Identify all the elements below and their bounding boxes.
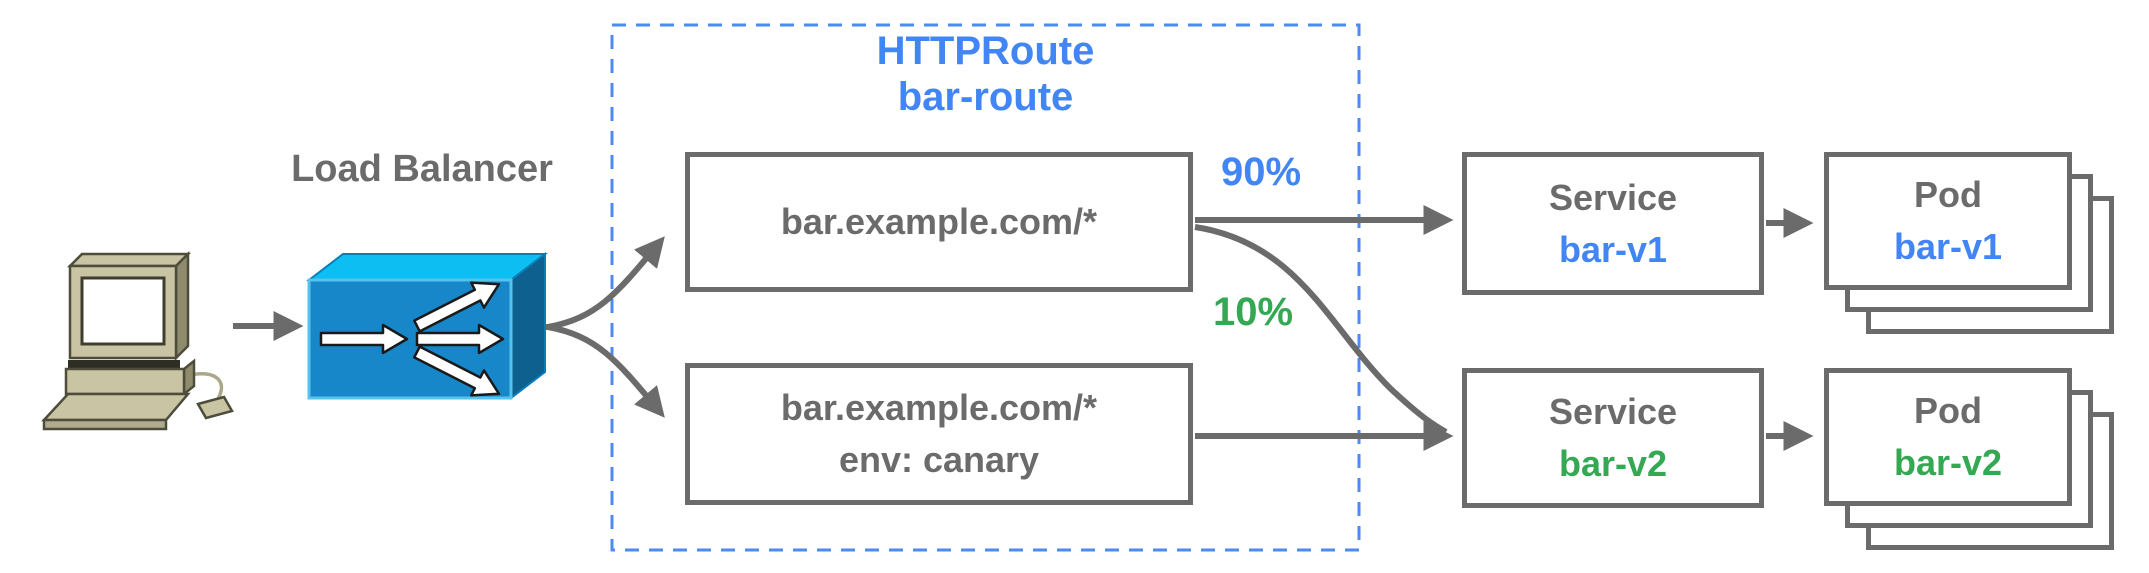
weight-label-90: 90% <box>1220 150 1302 194</box>
lb-fork-curve-bottom <box>547 324 665 418</box>
pod-box-bar-v2: Pod bar-v2 <box>1824 368 2072 506</box>
route-rule-box-1: bar.example.com/* <box>685 152 1193 292</box>
service-2-name-label: bar-v2 <box>1558 443 1668 484</box>
load-balancer-icon <box>303 250 548 407</box>
service-box-bar-v2: Service bar-v2 <box>1462 368 1764 508</box>
httproute-group-title: HTTPRoute bar-route <box>612 28 1359 120</box>
pod-2-name-label: bar-v2 <box>1893 442 2003 483</box>
pod-1-kind-label: Pod <box>1914 174 1982 215</box>
service-1-name-label: bar-v1 <box>1558 228 1668 270</box>
client-computer-icon <box>38 250 238 467</box>
pod-2-kind-label: Pod <box>1914 390 1982 431</box>
route-rule-2-header-match: env: canary <box>838 439 1040 480</box>
load-balancer-label: Load Balancer <box>291 148 553 190</box>
service-1-kind-label: Service <box>1548 176 1678 218</box>
route-rule-box-2: bar.example.com/* env: canary <box>685 363 1193 505</box>
pod-1-name-label: bar-v1 <box>1893 226 2003 267</box>
route-rule-2-match: bar.example.com/* <box>780 387 1098 428</box>
curve-route1-to-service2 <box>1194 224 1448 435</box>
weight-label-10: 10% <box>1212 290 1294 334</box>
pod-box-bar-v1: Pod bar-v1 <box>1824 152 2072 290</box>
service-box-bar-v1: Service bar-v1 <box>1462 152 1764 295</box>
lb-fork-curve-top <box>547 236 665 330</box>
service-2-kind-label: Service <box>1548 391 1678 432</box>
httproute-kind-label: HTTPRoute <box>876 29 1095 73</box>
route-rule-1-match: bar.example.com/* <box>780 201 1098 242</box>
httproute-group-border <box>610 23 1361 552</box>
httproute-name-label: bar-route <box>897 75 1074 119</box>
